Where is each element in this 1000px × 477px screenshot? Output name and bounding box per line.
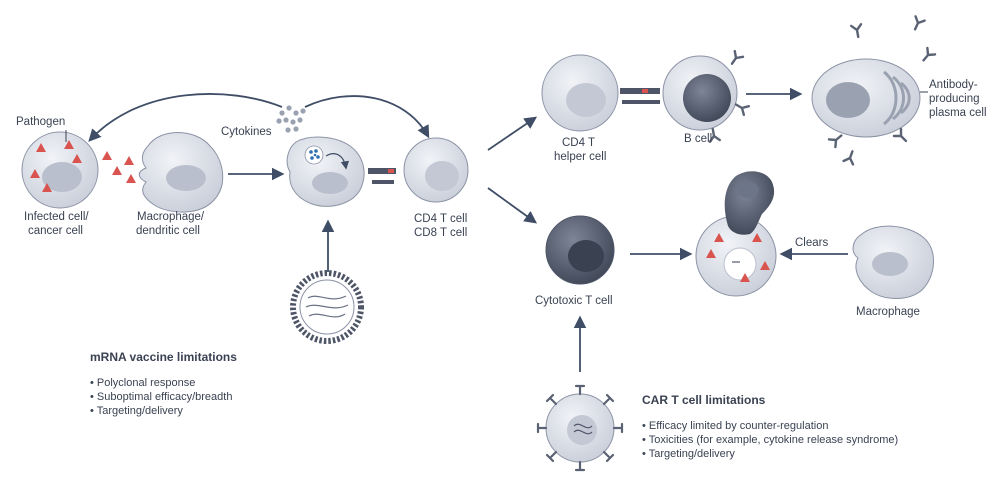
cd4-helper-label-2: helper cell bbox=[554, 151, 606, 163]
arrows bbox=[88, 87, 848, 372]
immune-synapse-1 bbox=[368, 168, 396, 184]
infected-cell-label-1: Infected cell/ bbox=[24, 211, 89, 223]
cd4-t-cell-label: CD4 T cell bbox=[414, 213, 467, 225]
cd4-helper-label-1: CD4 T bbox=[562, 137, 595, 149]
arrow-to-cytotoxic bbox=[487, 187, 538, 224]
arrow-to-cd4-helper bbox=[487, 116, 538, 151]
infected-cell bbox=[21, 130, 99, 209]
arrow-curve-to-tcell bbox=[304, 95, 430, 139]
cd4-cd8-t-cell bbox=[403, 137, 469, 203]
cd4-helper-t-cell bbox=[541, 54, 619, 132]
b-cell-label: B cell bbox=[684, 133, 712, 145]
mrna-limitation-item: • Polyclonal response bbox=[90, 377, 195, 389]
infected-cell-label-2: cancer cell bbox=[28, 225, 83, 237]
plasma-cell bbox=[811, 58, 928, 138]
free-antigens bbox=[102, 151, 136, 183]
cytokine-dots bbox=[276, 105, 306, 133]
antigen-triangles bbox=[30, 140, 82, 192]
car-t-limitation-item: • Efficacy limited by counter-regulation bbox=[642, 420, 828, 432]
target-cell bbox=[695, 215, 777, 297]
cytotoxic-label: Cytotoxic T cell bbox=[535, 295, 613, 307]
mrna-limitation-item: • Suboptimal efficacy/breadth bbox=[90, 391, 232, 403]
car-t-limitation-item: • Targeting/delivery bbox=[642, 448, 735, 460]
macrophage-dc-label-2: dendritic cell bbox=[136, 225, 200, 237]
cytokines-label: Cytokines bbox=[221, 126, 272, 138]
mrna-limitation-item: • Targeting/delivery bbox=[90, 405, 183, 417]
antigen-presenting-cell bbox=[286, 136, 365, 207]
clears-label: Clears bbox=[795, 237, 828, 249]
engulfing-macrophage bbox=[724, 171, 775, 235]
macrophage bbox=[852, 225, 935, 299]
car-t-limitation-item: • Toxicities (for example, cytokine rele… bbox=[642, 434, 898, 446]
macrophage-dc-label-1: Macrophage/ bbox=[137, 211, 205, 223]
mrna-limitations-title: mRNA vaccine limitations bbox=[90, 350, 237, 364]
car-receptors bbox=[536, 384, 624, 472]
plasma-cell-label-3: plasma cell bbox=[929, 107, 987, 119]
car-t-limitations-title: CAR T cell limitations bbox=[642, 393, 766, 407]
car-t-cell bbox=[536, 384, 624, 472]
b-cell bbox=[662, 49, 751, 143]
pathogen-label: Pathogen bbox=[16, 116, 65, 128]
cytotoxic-t-cell bbox=[545, 215, 615, 285]
cd8-t-cell-label: CD8 T cell bbox=[414, 227, 467, 239]
immune-synapse-2 bbox=[620, 88, 660, 104]
plasma-cell-label-2: producing bbox=[929, 93, 980, 105]
lipid-nanoparticle bbox=[290, 270, 364, 344]
macrophage-dendritic-cell bbox=[138, 132, 224, 213]
macrophage-label: Macrophage bbox=[856, 306, 920, 318]
arrow-curve-to-infected bbox=[88, 93, 283, 142]
plasma-cell-label-1: Antibody- bbox=[929, 79, 978, 91]
